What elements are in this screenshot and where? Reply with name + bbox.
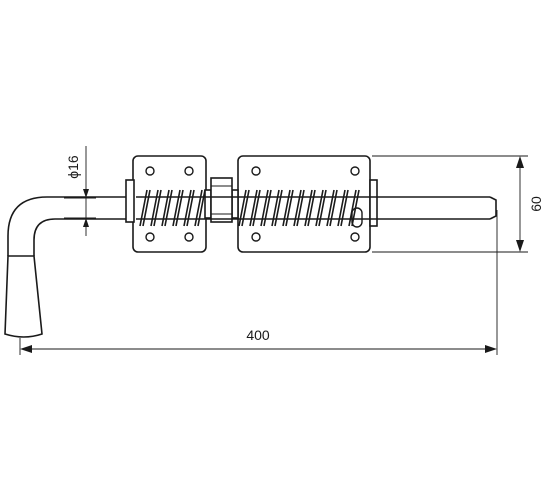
height-dimension-line bbox=[516, 156, 524, 252]
spring-coil bbox=[139, 189, 151, 227]
spring-coil bbox=[161, 189, 173, 227]
bent-rod-inner bbox=[33, 218, 130, 256]
guide-sleeves bbox=[125, 177, 378, 227]
spring-coil bbox=[260, 189, 272, 227]
length-dimension-label: 400 bbox=[246, 327, 270, 343]
diameter-dimension-line bbox=[83, 146, 89, 236]
left-plate-hole-top-right bbox=[184, 166, 194, 176]
extension-lines bbox=[19, 155, 528, 355]
right-plate-hole-bottom-right bbox=[350, 232, 360, 242]
spring-coil bbox=[249, 189, 261, 227]
spring-coils bbox=[139, 189, 360, 227]
bent-rod-outer bbox=[7, 196, 130, 256]
left-plate-hole-top-left bbox=[145, 166, 155, 176]
spring-coil bbox=[282, 189, 294, 227]
right-plate-hole-top-left bbox=[251, 166, 261, 176]
spring-coil bbox=[150, 189, 162, 227]
height-dimension-label: 60 bbox=[528, 196, 544, 212]
diameter-dimension-label: ϕ16 bbox=[65, 155, 81, 179]
length-dimension-line bbox=[20, 345, 497, 353]
spring-coil bbox=[337, 189, 349, 227]
right-plate-hole-bottom-left bbox=[251, 232, 261, 242]
spring-coil bbox=[183, 189, 195, 227]
left-plate-hole-bottom-left bbox=[145, 232, 155, 242]
spring-coil bbox=[194, 189, 206, 227]
spring-coil bbox=[348, 189, 360, 227]
spring-coil bbox=[304, 189, 316, 227]
spring-coil bbox=[293, 189, 305, 227]
spring-coil bbox=[315, 189, 327, 227]
right-plate-hole-top-right bbox=[350, 166, 360, 176]
spring-coil bbox=[326, 189, 338, 227]
spring-coil bbox=[271, 189, 283, 227]
handle-grip bbox=[4, 255, 43, 338]
spring-coil bbox=[238, 189, 250, 227]
left-plate-hole-bottom-right bbox=[184, 232, 194, 242]
spring-coil bbox=[172, 189, 184, 227]
